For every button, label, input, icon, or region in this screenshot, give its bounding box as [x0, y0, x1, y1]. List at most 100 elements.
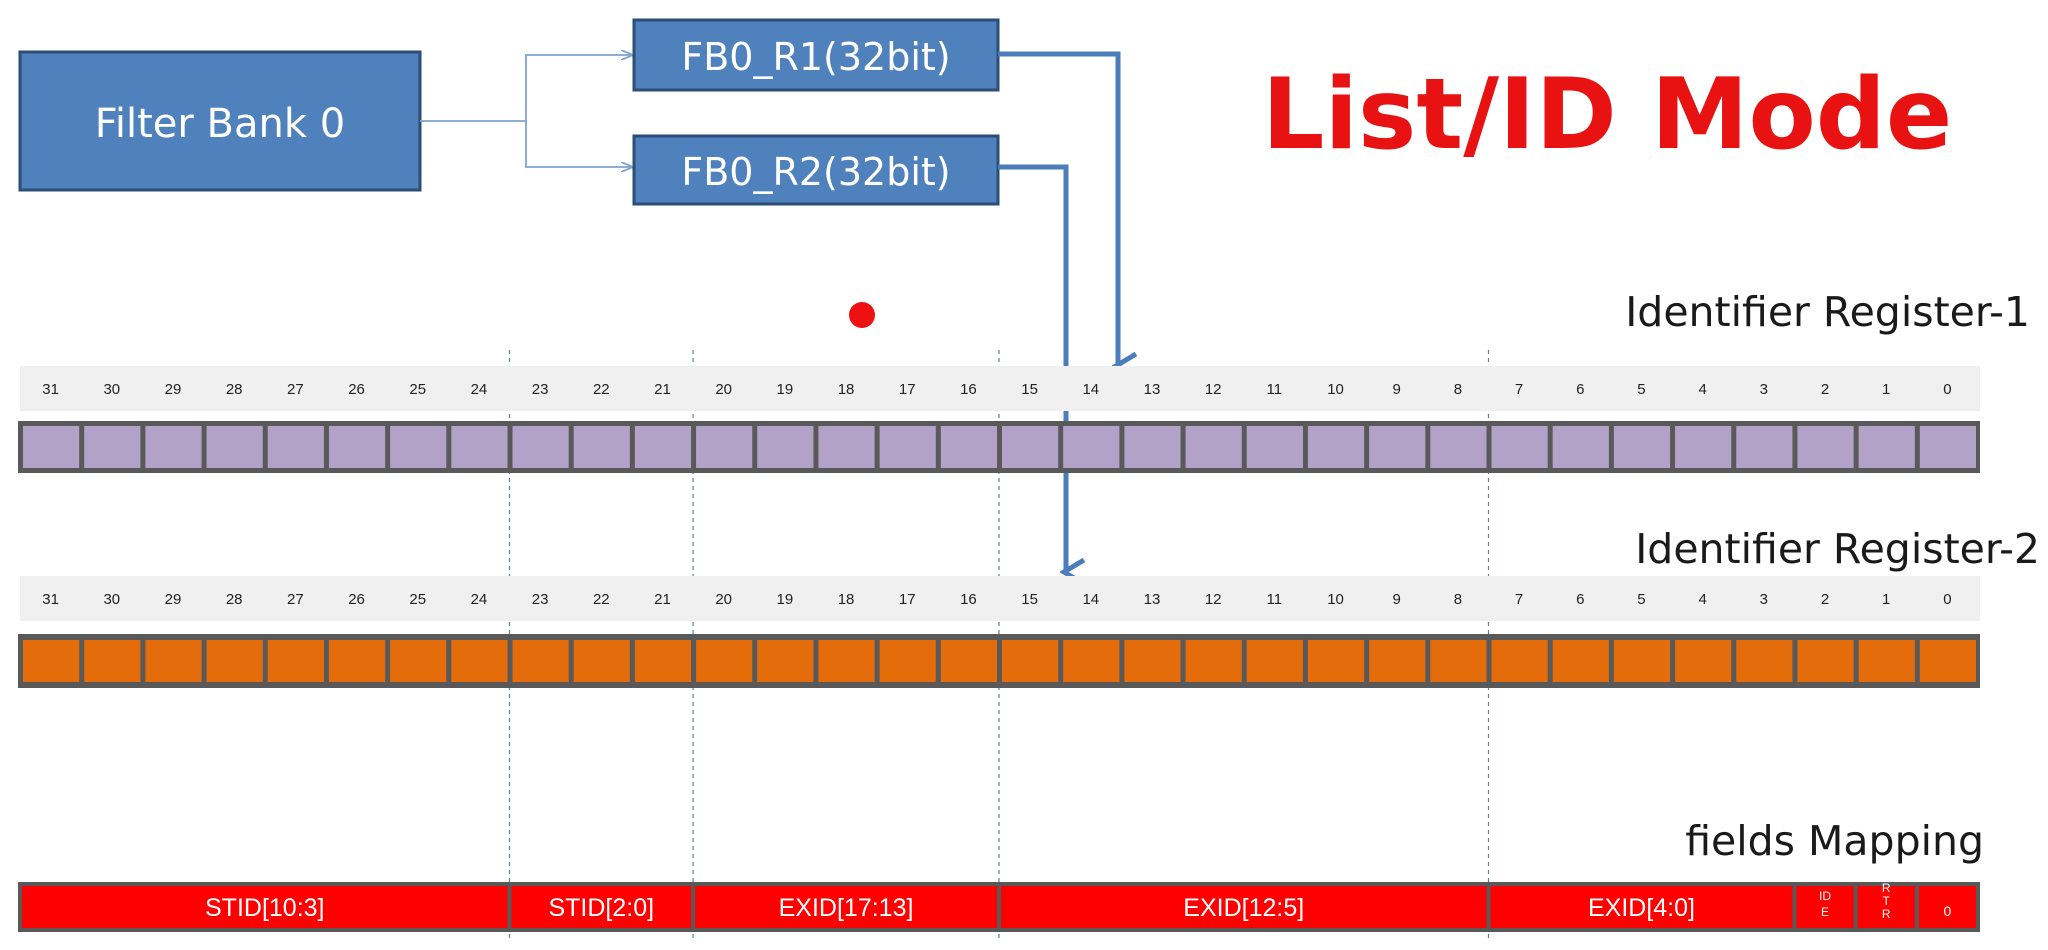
field-segment	[1796, 886, 1854, 928]
register2-bit-number: 17	[899, 591, 916, 608]
field-segment	[511, 886, 692, 928]
register2-bit-cell	[1797, 640, 1854, 682]
register1-bit-number: 7	[1515, 381, 1523, 398]
register2-bit-cell	[206, 640, 263, 682]
register2-bit-number: 10	[1327, 591, 1344, 608]
register2-bit-number: 24	[471, 591, 488, 608]
register2-bit-number: 16	[960, 591, 977, 608]
register2-bit-number: 28	[226, 591, 243, 608]
register2-bit-number: 12	[1205, 591, 1222, 608]
register2-bit-cell	[1675, 640, 1732, 682]
field-label: 0	[1944, 903, 1952, 919]
register2-bit-cell	[267, 640, 324, 682]
register2-bit-number: 1	[1882, 591, 1890, 608]
register2-label: Identifier Register-2	[1635, 525, 2040, 573]
register1-bit-number: 4	[1698, 381, 1706, 398]
register1-bit-number: 24	[471, 381, 488, 398]
register2-bit-cell	[1919, 640, 1976, 682]
fb0-r2-label: FB0_R2(32bit)	[681, 150, 950, 194]
register2-bit-number: 11	[1267, 591, 1283, 608]
register2-bit-number: 18	[838, 591, 855, 608]
register2-bit-cell	[512, 640, 569, 682]
register2-bit-cell	[1246, 640, 1303, 682]
register1-bit-cell	[1430, 426, 1487, 468]
register1-bit-number: 0	[1943, 381, 1951, 398]
register1-bit-cell	[696, 426, 753, 468]
register1-bit-cell	[84, 426, 141, 468]
register1-bit-cell	[1307, 426, 1365, 468]
field-label: STID[2:0]	[548, 894, 654, 922]
register2-bit-cell	[634, 640, 692, 682]
register1-bit-cell	[1736, 426, 1793, 468]
register1-bit-number: 12	[1205, 381, 1222, 398]
register2-bit-cell	[1858, 640, 1915, 682]
register2-bit-number: 27	[287, 591, 304, 608]
register2-bit-cell	[1491, 640, 1548, 682]
register1-bit-number: 8	[1454, 381, 1462, 398]
register1-bit-cell	[1185, 426, 1242, 468]
register2-bit-number: 14	[1082, 591, 1099, 608]
register1-bit-cell	[1124, 426, 1181, 468]
register1-bit-number: 27	[287, 381, 304, 398]
register1-bit-number: 21	[654, 381, 671, 398]
register1-bit-number: 22	[593, 381, 610, 398]
register1-bit-header	[20, 366, 1980, 411]
register2-bit-cell	[1552, 640, 1609, 682]
register1-bit-number: 30	[103, 381, 120, 398]
register2-bit-number: 21	[654, 591, 671, 608]
register1-bit-number: 29	[165, 381, 182, 398]
register1-bit-cell	[818, 426, 875, 468]
register1-bit-number: 1	[1882, 381, 1890, 398]
register1-bit-cell	[1063, 426, 1120, 468]
register2-bit-cell	[1430, 640, 1487, 682]
register1-bit-number: 6	[1576, 381, 1584, 398]
register2-bit-number: 29	[165, 591, 182, 608]
register1-bit-cell	[267, 426, 324, 468]
register1-bit-number: 16	[960, 381, 977, 398]
register1-bit-number: 18	[838, 381, 855, 398]
register1-bit-cell	[573, 426, 630, 468]
register1-bit-cell	[757, 426, 814, 468]
register2-bit-number: 9	[1393, 591, 1401, 608]
register2-bit-cell	[328, 640, 386, 682]
register2-bit-number: 30	[103, 591, 120, 608]
register2-bit-number: 4	[1698, 591, 1706, 608]
field-label: EXID[4:0]	[1588, 894, 1695, 922]
register1-bit-cell	[1002, 426, 1059, 468]
register1-bit-cell	[634, 426, 692, 468]
register1-bit-cell	[1919, 426, 1976, 468]
register2-bit-cell	[1736, 640, 1793, 682]
filter-bank-box: Filter Bank 0	[18, 50, 422, 192]
register1-bit-number: 19	[777, 381, 794, 398]
register2-bit-cell	[1613, 640, 1671, 682]
register2-bit-cell	[84, 640, 141, 682]
register1-bit-cell	[1552, 426, 1609, 468]
register2-bit-cell	[23, 640, 80, 682]
fb0-r1-box: FB0_R1(32bit)	[632, 18, 1000, 92]
register1-bit-cell	[328, 426, 386, 468]
field-label: EXID[12:5]	[1183, 894, 1304, 922]
register2-bit-cell	[451, 640, 508, 682]
register2-bit-cell	[1307, 640, 1365, 682]
register2-bit-cell	[940, 640, 997, 682]
register1-bit-cell	[1797, 426, 1854, 468]
register1-bit-number: 14	[1082, 381, 1099, 398]
field-segment	[1490, 886, 1793, 928]
register2-bit-number: 5	[1637, 591, 1645, 608]
register2-bit-number: 25	[409, 591, 426, 608]
field-segment	[1857, 886, 1915, 928]
register2-bit-cell	[757, 640, 814, 682]
register2-bit-number: 2	[1821, 591, 1829, 608]
register2-bit-cell	[1369, 640, 1426, 682]
register1-bit-cell	[1491, 426, 1548, 468]
field-label: EXID[17:13]	[779, 894, 914, 922]
field-segment	[22, 886, 508, 928]
register1-bit-number: 26	[348, 381, 365, 398]
register2-bit-number: 3	[1760, 591, 1768, 608]
register2-bit-number: 22	[593, 591, 610, 608]
register1-bit-number: 3	[1760, 381, 1768, 398]
register1-bit-cell	[1369, 426, 1426, 468]
register1-bit-number: 5	[1637, 381, 1645, 398]
register1-bit-number: 23	[532, 381, 549, 398]
register2-bit-cell	[1124, 640, 1181, 682]
